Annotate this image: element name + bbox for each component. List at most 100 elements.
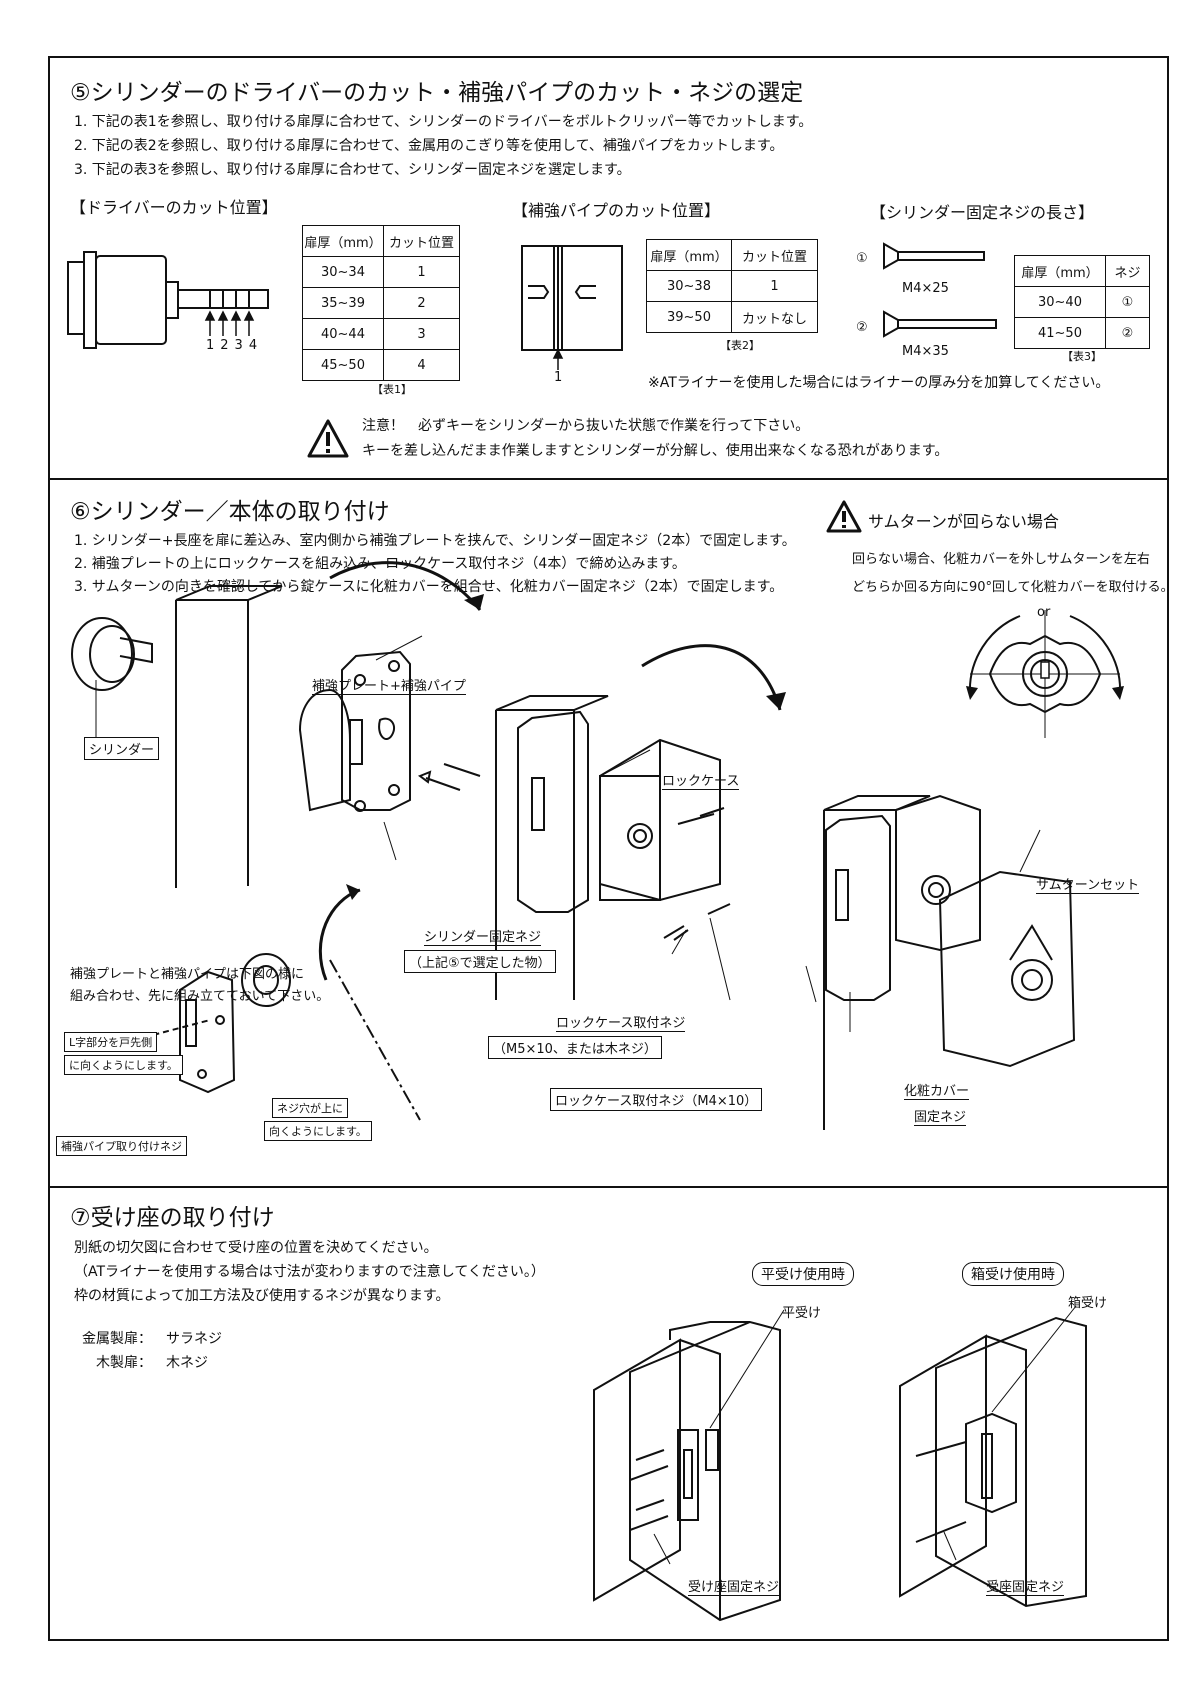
table-2-caption: 【表2】 (720, 339, 760, 352)
driver-cut-marks: 1234 (206, 338, 264, 353)
label-hole-up: 向くようにします。 (264, 1121, 372, 1141)
screw-1-illustration (883, 242, 985, 270)
section7-title: ⑦受け座の取り付け (70, 1205, 275, 1231)
flat-strike-screw-label: 受け座固定ネジ (688, 1576, 780, 1596)
page-frame (48, 56, 1169, 1641)
material-metal: 金属製扉： (82, 1331, 152, 1347)
box-strike-label: 箱受け (1068, 1296, 1108, 1311)
caution-line: 注意！ 必ずキーをシリンダーから抜いた状態で作業を行って下さい。 (362, 418, 810, 434)
screw-1-label: M4×25 (902, 281, 949, 296)
assembly-note: 補強プレートと補強パイプは下図の様に (70, 967, 305, 982)
thumbturn-warning-title: サムターンが回らない場合 (868, 512, 1059, 531)
warning-icon (307, 419, 349, 458)
table-cell: 40~44 (302, 318, 384, 350)
label-lock-case-screw: ロックケース取付ネジ (556, 1012, 686, 1032)
table-cell: カットなし (731, 301, 818, 333)
table-cell: 45~50 (302, 349, 384, 381)
table-1-caption: 【表1】 (372, 383, 412, 396)
table-cell: 30~38 (646, 270, 732, 302)
material-wood: 木製扉： (96, 1355, 152, 1371)
table-cell: 35~39 (302, 287, 384, 319)
label-lock-case-screw-m4: ロックケース取付ネジ（M4×10） (550, 1088, 763, 1111)
screw-heading: 【シリンダー固定ネジの長さ】 (870, 203, 1095, 222)
table-cell: ② (1105, 317, 1150, 349)
table-header: 扉厚（mm） (646, 239, 732, 271)
label-cylinder: シリンダー (84, 737, 160, 760)
table-cell: 1 (383, 256, 460, 288)
table-cell: 30~34 (302, 256, 384, 288)
label-cover-screw: 固定ネジ (914, 1106, 967, 1126)
thumbturn-warning-line: 回らない場合、化粧カバーを外しサムターンを左右 (852, 552, 1150, 567)
table-header: カット位置 (731, 239, 818, 271)
assembly-note: 組み合わせ、先に組み立てておいて下さい。 (70, 989, 330, 1004)
table-cell: 3 (383, 318, 460, 350)
flat-strike-label: 平受け (782, 1306, 822, 1321)
box-strike-title: 箱受け使用時 (962, 1262, 1064, 1286)
table-cell: 2 (383, 287, 460, 319)
label-thumbturn-set: サムターンセット (1036, 874, 1140, 894)
pipe-heading: 【補強パイプのカット位置】 (512, 201, 721, 220)
pipe-cut-mark: 1 (554, 370, 563, 385)
thumbturn-warning-line: どちらか回る方向に90°回して化粧カバーを取付ける。 (852, 580, 1174, 595)
section5-step: 1. 下記の表1を参照し、取り付ける扉厚に合わせて、シリンダーのドライバーをボル… (74, 114, 813, 130)
material-wood-screw: 木ネジ (166, 1355, 208, 1371)
table-cell: 1 (731, 270, 818, 302)
material-metal-screw: サラネジ (166, 1331, 222, 1347)
table-header: 扉厚（mm） (1014, 255, 1106, 287)
or-label: or (1037, 605, 1051, 620)
label-plate-pipe: 補強プレート+補強パイプ (312, 675, 466, 695)
section6-step: 2. 補強プレートの上にロックケースを組み込み、ロックケース取付ネジ（4本）で締… (74, 556, 686, 572)
section5-step: 2. 下記の表2を参照し、取り付ける扉厚に合わせて、金属用のこぎり等を使用して、… (74, 138, 784, 154)
reinforcement-pipe-illustration (521, 245, 623, 370)
section6-step: 3. サムターンの向きを確認してから錠ケースに化粧カバーを組合せ、化粧カバー固定… (74, 579, 784, 595)
driver-heading: 【ドライバーのカット位置】 (70, 198, 278, 217)
table-cell: ① (1105, 286, 1150, 318)
screw-2-label: M4×35 (902, 344, 949, 359)
section-divider (48, 1186, 1169, 1188)
box-strike-illustration (899, 1305, 1087, 1608)
cylinder-driver-illustration (67, 251, 269, 349)
section5-step: 3. 下記の表3を参照し、取り付ける扉厚に合わせて、シリンダー固定ネジを選定しま… (74, 162, 631, 178)
table-header: カット位置 (383, 225, 460, 257)
flat-strike-illustration (593, 1309, 785, 1622)
label-lock-case-screw-note: （M5×10、または木ネジ） (488, 1036, 662, 1059)
section7-line: 枠の材質によって加工方法及び使用するネジが異なります。 (74, 1288, 450, 1304)
label-lock-case: ロックケース (662, 770, 740, 790)
label-l-part: に向くようにします。 (64, 1055, 183, 1075)
table-header: ネジ (1105, 255, 1150, 287)
section7-line: （ATライナーを使用する場合は寸法が変わりますので注意してください。） (74, 1264, 545, 1280)
table-cell: 39~50 (646, 301, 732, 333)
section6-title: ⑥シリンダー／本体の取り付け (70, 499, 390, 525)
table-header: 扉厚（mm） (302, 225, 384, 257)
flat-strike-title: 平受け使用時 (752, 1262, 854, 1286)
thumbturn-rotation-illustration (966, 610, 1124, 738)
warning-icon (826, 500, 862, 533)
at-liner-note: ※ATライナーを使用した場合にはライナーの厚み分を加算してください。 (648, 375, 1110, 391)
screw-1-number: ① (856, 251, 868, 266)
label-cylinder-screw-note: （上記⑤で選定した物） (404, 950, 556, 973)
section6-step: 1. シリンダー+長座を扉に差込み、室内側から補強プレートを挟んで、シリンダー固… (74, 533, 796, 549)
label-l-part: L字部分を戸先側 (64, 1032, 158, 1052)
table-cell: 4 (383, 349, 460, 381)
screw-2-number: ② (856, 320, 868, 335)
screw-2-illustration (883, 310, 997, 338)
table-cell: 41~50 (1014, 317, 1106, 349)
section7-line: 別紙の切欠図に合わせて受け座の位置を決めてください。 (74, 1240, 438, 1256)
label-cover: 化粧カバー (904, 1080, 970, 1100)
label-pipe-screw: 補強パイプ取り付けネジ (56, 1136, 187, 1156)
table-cell: 30~40 (1014, 286, 1106, 318)
caution-line: キーを差し込んだまま作業しますとシリンダーが分解し、使用出来なくなる恐れがありま… (362, 443, 949, 459)
table-3-caption: 【表3】 (1062, 350, 1102, 363)
section5-title: ⑤シリンダーのドライバーのカット・補強パイプのカット・ネジの選定 (70, 80, 804, 106)
box-strike-screw-label: 受座固定ネジ (986, 1576, 1065, 1596)
